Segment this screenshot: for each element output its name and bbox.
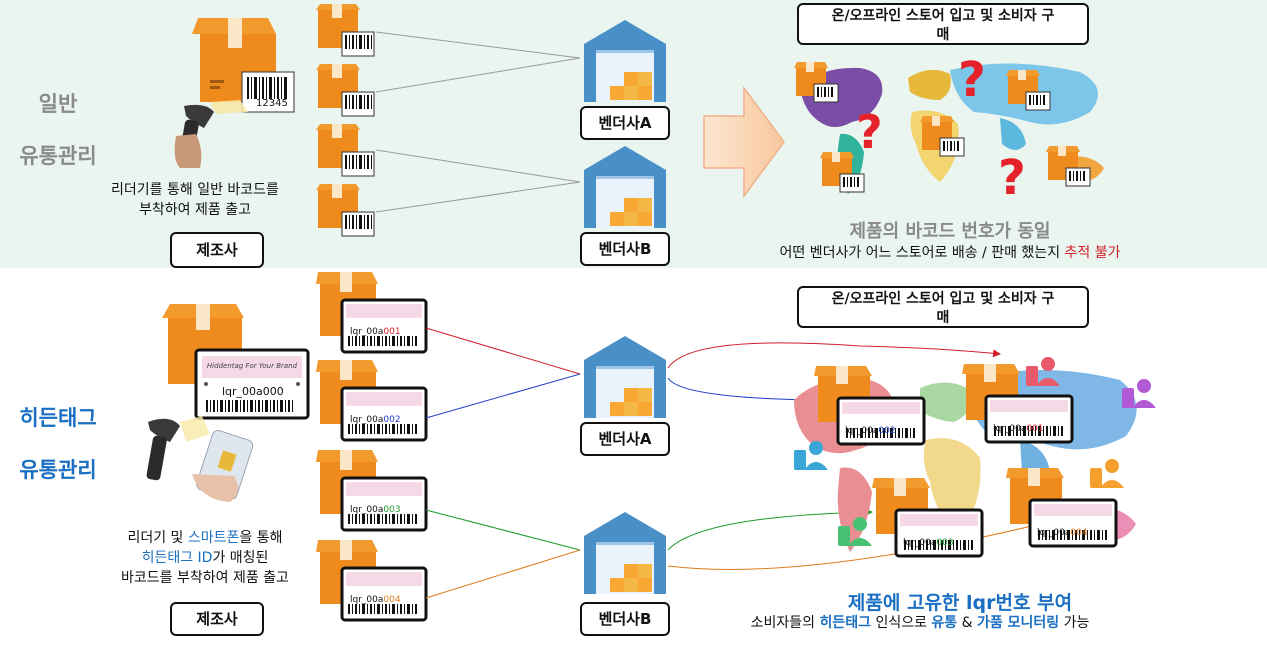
- product-tag-004: lqr_00a004: [350, 595, 401, 605]
- store-tag-002-suffix: 002: [878, 426, 896, 436]
- hiddentag-store-products: [812, 362, 1118, 558]
- consumer-icon-green: [838, 517, 872, 546]
- store-tag-001: lqr_00a001: [993, 424, 1044, 434]
- general-maker-caption: 리더기를 통해 일반 바코드를 부착하여 제품 출고: [80, 180, 310, 220]
- general-store-products: [793, 61, 1091, 193]
- question-mark-icons: ? ? ?: [856, 52, 1026, 206]
- product-tag-001: lqr_00a001: [350, 327, 401, 337]
- hiddentag-headline: 제품에 고유한 lqr번호 부여: [847, 592, 1073, 614]
- product-tag-002-suffix: 002: [383, 415, 401, 425]
- store-tag-001-suffix: 001: [1026, 424, 1044, 434]
- hiddentag-title-line1: 히든태그: [19, 406, 97, 430]
- warehouse-b-icon: [584, 146, 666, 228]
- store-tag-002: lqr_00a002: [845, 426, 896, 436]
- hiddentag-vendor-b-label: 벤더사B: [580, 602, 670, 636]
- product-tag-001-suffix: 001: [383, 327, 401, 337]
- general-headline: 제품의 바코드 번호가 동일: [849, 221, 1051, 242]
- general-store-title-line2: 매: [936, 27, 950, 43]
- store-tag-003-suffix: 003: [936, 538, 954, 548]
- store-tag-004: lqr_00a004: [1037, 528, 1088, 538]
- barcode-number: 12345: [256, 98, 288, 109]
- general-vendor-b-label: 벤더사B: [580, 232, 670, 266]
- product-tag-003-suffix: 003: [383, 505, 401, 515]
- general-vendor-a-label: 벤더사A: [580, 106, 670, 140]
- product-tag-004-suffix: 004: [383, 595, 401, 605]
- hiddentag-maker-brand: Hiddentag For Your Brand: [206, 362, 298, 370]
- consumer-icons: [794, 357, 1156, 546]
- general-maker-caption-line2: 부착하여 제품 출고: [139, 202, 251, 218]
- warehouse-a-icon: [584, 20, 666, 102]
- sub-g: 가능: [1059, 615, 1090, 631]
- caption-line1-b: 스마트폰: [187, 530, 240, 546]
- consumer-icon-blue: [794, 441, 828, 470]
- general-title-line2: 유통관리: [19, 144, 97, 168]
- general-subtext-highlight: 추적 불가: [1064, 245, 1121, 261]
- hiddentag-store-title-line2: 매: [936, 310, 950, 326]
- product-tag-002: lqr_00a002: [350, 415, 401, 425]
- caption-line1-a: 리더기 및: [127, 530, 188, 546]
- general-subtext-main: 어떤 벤더사가 어느 스토어로 배송 / 판매 했는지: [779, 245, 1065, 261]
- consumer-icon-orange: [1090, 459, 1124, 488]
- sub-a: 소비자들의: [750, 615, 820, 631]
- consumer-icon-red: [1026, 357, 1060, 386]
- hiddentag-maker-label: 제조사: [170, 602, 264, 636]
- store-tag-004-suffix: 004: [1070, 528, 1088, 538]
- store-tag-003-prefix: lqr_00a: [903, 538, 937, 548]
- general-section-title: 일반 유통관리: [8, 78, 108, 182]
- sub-e: &: [957, 615, 978, 631]
- svg-text:?: ?: [998, 150, 1026, 206]
- store-tag-004-prefix: lqr_00a: [1037, 528, 1071, 538]
- hiddentag-subtext: 소비자들의 히든태그 인식으로 유통 & 가품 모니터링 가능: [700, 612, 1140, 632]
- warehouse-b-icon-bottom: [584, 512, 666, 594]
- hiddentag-store-title-line1: 온/오프라인 스토어 입고 및 소비자 구: [831, 291, 1055, 307]
- hiddentag-store-title: 온/오프라인 스토어 입고 및 소비자 구 매: [797, 286, 1089, 328]
- store-tag-001-prefix: lqr_00a: [993, 424, 1027, 434]
- general-maker-label: 제조사: [170, 232, 264, 268]
- hiddentag-caption-line2: 히든태그 ID가 매칭된: [80, 548, 330, 568]
- hiddentag-caption-line1: 리더기 및 스마트폰을 통해: [80, 528, 330, 548]
- caption-line2-a: 히든태그 ID: [141, 550, 213, 566]
- svg-text:?: ?: [856, 105, 883, 159]
- general-flow-lines: [375, 31, 581, 213]
- store-tag-003: lqr_00a003: [903, 538, 954, 548]
- sub-f: 가품 모니터링: [977, 615, 1060, 631]
- hiddentag-caption-line3: 바코드를 부착하여 제품 출고: [121, 570, 289, 586]
- hiddentag-maker-illustration: [146, 304, 310, 502]
- product-tag-001-prefix: lqr_00a: [350, 327, 384, 337]
- caption-line2-b: 가 매칭된: [212, 550, 269, 566]
- hiddentag-vendor-a-label: 벤더사A: [580, 422, 670, 456]
- general-maker-caption-line1: 리더기를 통해 일반 바코드를: [111, 182, 279, 198]
- product-tag-003-prefix: lqr_00a: [350, 505, 384, 515]
- svg-text:?: ?: [958, 52, 986, 108]
- hiddentag-section-title: 히든태그 유통관리: [2, 392, 114, 496]
- sub-d: 유통: [931, 615, 958, 631]
- right-arrow-icon: [703, 86, 785, 198]
- product-tag-004-prefix: lqr_00a: [350, 595, 384, 605]
- hiddentag-maker-tag-id: lqr_00a000: [222, 385, 284, 398]
- warehouse-a-icon-bottom: [584, 336, 666, 418]
- general-store-title: 온/오프라인 스토어 입고 및 소비자 구 매: [797, 3, 1089, 45]
- general-store-title-line1: 온/오프라인 스토어 입고 및 소비자 구: [831, 8, 1055, 24]
- sub-b: 히든태그: [819, 615, 871, 631]
- hiddentag-title-line2: 유통관리: [19, 458, 97, 482]
- hiddentag-maker-caption: 리더기 및 스마트폰을 통해 히든태그 ID가 매칭된 바코드를 부착하여 제품…: [80, 528, 330, 588]
- product-tag-003: lqr_00a003: [350, 505, 401, 515]
- store-tag-002-prefix: lqr_00a: [845, 426, 879, 436]
- caption-line1-c: 을 통해: [239, 530, 283, 546]
- product-tag-002-prefix: lqr_00a: [350, 415, 384, 425]
- general-subtext: 어떤 벤더사가 어느 스토어로 배송 / 판매 했는지 추적 불가: [720, 242, 1180, 262]
- sub-c: 인식으로: [871, 615, 932, 631]
- consumer-icon-purple: [1122, 379, 1156, 408]
- general-title-line1: 일반: [38, 92, 78, 116]
- maker-box-illustration: [174, 18, 295, 168]
